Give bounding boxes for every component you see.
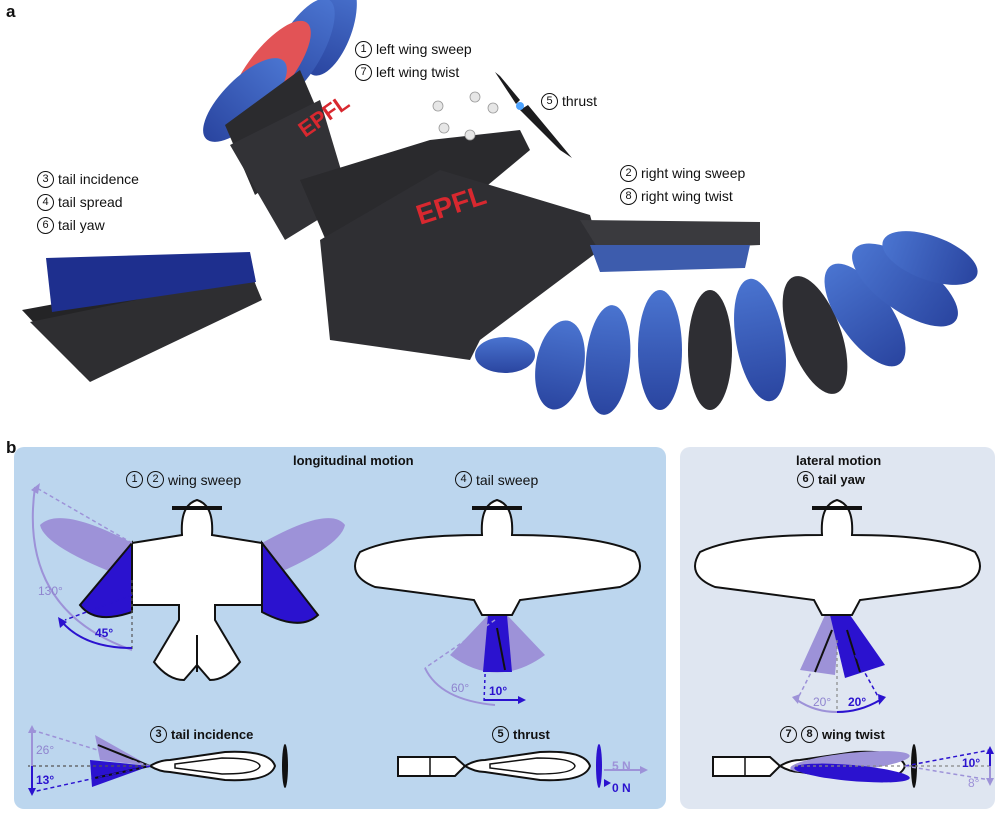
longitudinal-title: longitudinal motion: [293, 453, 414, 468]
thrust-max-force: 5 N: [612, 759, 631, 773]
wing-twist-title: 7 8 wing twist: [780, 726, 885, 743]
tail-yaw-right-angle: 20°: [848, 695, 866, 709]
tail-sweep-title: 4 tail sweep: [455, 471, 538, 488]
callout-text: tail incidence: [58, 171, 139, 187]
callout-text: left wing sweep: [376, 41, 472, 57]
wing-sweep-min-angle: 45°: [95, 626, 113, 640]
number-badge: 3: [150, 726, 167, 743]
tail-incidence-title: 3 tail incidence: [150, 726, 253, 743]
thrust-title: 5 thrust: [492, 726, 550, 743]
callout-number: 2: [620, 165, 637, 182]
tail-sweep-label: tail sweep: [476, 471, 539, 488]
number-badge: 6: [797, 471, 814, 488]
panel-b-letter: b: [6, 438, 17, 457]
callout-number: 8: [620, 188, 637, 205]
tail-sweep-max-angle: 60°: [451, 681, 469, 695]
tail-yaw-left-angle: 20°: [813, 695, 831, 709]
callout-text: thrust: [562, 93, 598, 109]
wing-sweep-max-angle: 130°: [38, 584, 63, 598]
tail-feathers: [22, 252, 262, 382]
thrust-diagram: 5 N 0 N: [397, 744, 648, 795]
tail-incidence-min-angle: 13°: [36, 773, 54, 787]
left-wing-feathers: [203, 0, 357, 142]
callout-number: 4: [37, 194, 54, 211]
number-badge: 7: [780, 726, 797, 743]
number-badge: 2: [147, 471, 164, 488]
wing-twist-label: wing twist: [822, 727, 885, 742]
propeller: [495, 72, 572, 158]
number-badge: 1: [126, 471, 143, 488]
tail-sweep-min-angle: 10°: [489, 684, 507, 698]
tail-yaw-diagram: 20° 20°: [694, 498, 981, 713]
tail-incidence-label: tail incidence: [171, 727, 254, 742]
callout-text: left wing twist: [376, 64, 460, 80]
number-badge: 4: [455, 471, 472, 488]
callout-number: 1: [355, 41, 372, 58]
wing-twist-up-angle: 10°: [962, 756, 980, 770]
number-badge: 8: [801, 726, 818, 743]
tail-yaw-label: tail yaw: [818, 472, 865, 487]
callout-number: 7: [355, 64, 372, 81]
wing-sweep-diagram: 130° 45°: [31, 483, 345, 682]
number-badge: 5: [492, 726, 509, 743]
callout-number: 5: [541, 93, 558, 110]
wing-twist-down-angle: 8°: [968, 776, 980, 790]
panel-a-letter: a: [6, 2, 16, 21]
callout-number: 6: [37, 217, 54, 234]
wing-sweep-title: 1 2 wing sweep: [126, 471, 241, 488]
longitudinal-motion-panel: [14, 447, 666, 809]
right-wing-feathers: [475, 231, 978, 415]
foam-airframe: [225, 70, 760, 360]
callout-number: 3: [37, 171, 54, 188]
wing-sweep-label: wing sweep: [168, 471, 242, 488]
robotic-bird-photo: EPFL EPFL: [22, 0, 978, 415]
thrust-min-force: 0 N: [612, 781, 631, 795]
tail-yaw-title: 6 tail yaw: [797, 471, 865, 488]
lateral-title: lateral motion: [796, 453, 882, 468]
wing-twist-diagram: 10° 8°: [712, 744, 994, 790]
callout-text: tail spread: [58, 194, 123, 210]
thrust-label: thrust: [513, 727, 550, 742]
mocap-markers: [432, 91, 499, 141]
tail-incidence-max-angle: 26°: [36, 743, 54, 757]
tail-sweep-diagram: 60° 10°: [354, 498, 641, 706]
callout-text: tail yaw: [58, 217, 105, 233]
callout-text: right wing twist: [641, 188, 733, 204]
tail-incidence-diagram: 26° 13°: [28, 725, 288, 796]
callout-text: right wing sweep: [641, 165, 746, 181]
